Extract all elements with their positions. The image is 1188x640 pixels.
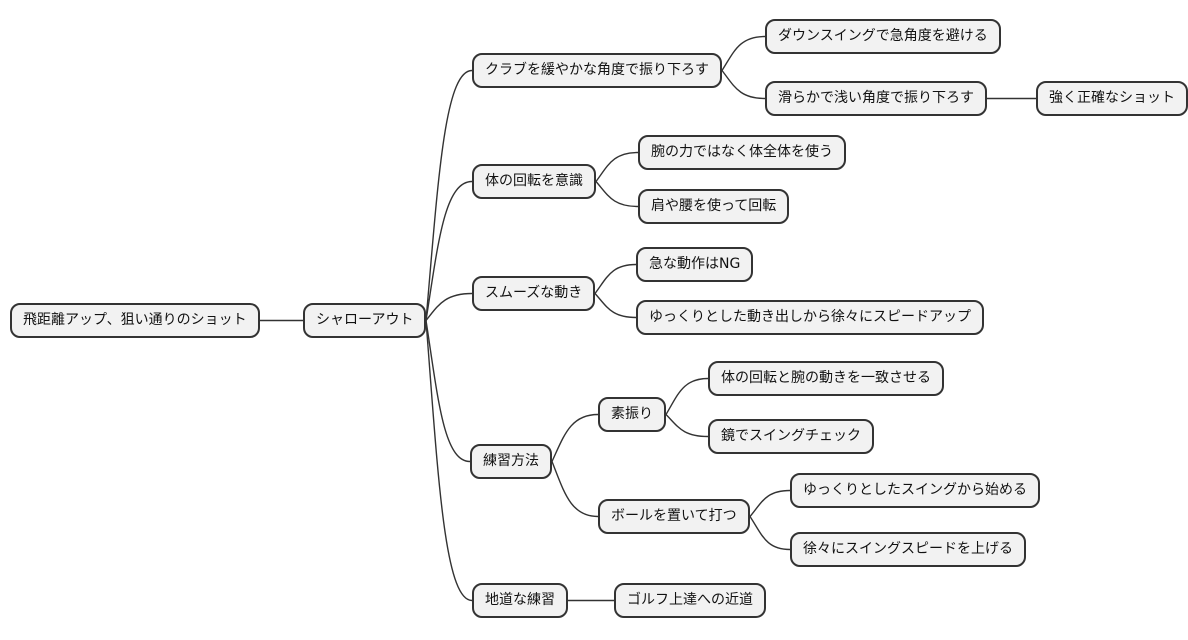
mindmap-node-root: 飛距離アップ、狙い通りのショット — [10, 303, 260, 339]
mindmap-edge-b2-b2c1 — [595, 151, 639, 182]
mindmap-node-b1c2c1: 強く正確なショット — [1036, 81, 1188, 117]
mindmap-node-b1c1: ダウンスイングで急角度を避ける — [765, 19, 1001, 55]
mindmap-edge-b3-b3c2 — [594, 293, 637, 319]
mindmap-node-b5c1: ゴルフ上達への近道 — [614, 583, 766, 619]
mindmap-node-b4c1: 素振り — [598, 397, 666, 433]
mindmap-edge-shallow-b2 — [425, 180, 473, 321]
mindmap-edge-b4c1-b4c1c1 — [665, 377, 709, 415]
mindmap-node-b3: スムーズな動き — [472, 276, 596, 312]
mindmap-edge-b4c2-b4c2c1 — [749, 489, 791, 517]
mindmap-node-b4c2: ボールを置いて打つ — [598, 499, 750, 535]
mindmap-edge-b4c1-b4c1c2 — [665, 414, 709, 438]
mindmap-edge-b4-b4c2 — [551, 461, 599, 518]
mindmap-node-b4c1c2: 鏡でスイングチェック — [708, 419, 874, 455]
mindmap-node-b4c2c1: ゆっくりとしたスイングから始める — [790, 473, 1040, 509]
mindmap-edge-shallow-b5 — [425, 320, 473, 602]
mindmap-node-b4c1c1: 体の回転と腕の動きを一致させる — [708, 361, 944, 397]
mindmap-node-b5: 地道な練習 — [472, 583, 568, 619]
mindmap-node-b4: 練習方法 — [470, 444, 552, 480]
mindmap-edge-b4c2-b4c2c2 — [749, 516, 791, 551]
mindmap-edge-shallow-b1 — [425, 69, 473, 321]
mindmap-edge-shallow-b4 — [425, 320, 471, 463]
mindmap-node-b1: クラブを緩やかな角度で振り下ろす — [472, 53, 722, 89]
mindmap-node-shallow: シャローアウト — [303, 303, 427, 339]
mindmap-node-b1c2: 滑らかで浅い角度で振り下ろす — [765, 81, 987, 117]
mindmap-edge-b2-b2c2 — [595, 181, 639, 208]
mindmap-edge-b1-b1c1 — [721, 35, 766, 71]
mindmap-edge-b1-b1c2 — [721, 70, 766, 100]
mindmap-node-b2c2: 肩や腰を使って回転 — [638, 189, 790, 225]
mindmap-edge-b3-b3c1 — [594, 263, 637, 294]
mindmap-node-b2c1: 腕の力ではなく体全体を使う — [638, 135, 846, 171]
mindmap-edge-b4-b4c1 — [551, 413, 599, 462]
mindmap-node-b3c2: ゆっくりとした動き出しから徐々にスピードアップ — [636, 300, 984, 336]
mindmap-node-b4c2c2: 徐々にスイングスピードを上げる — [790, 532, 1026, 568]
mindmap-node-b2: 体の回転を意識 — [472, 164, 596, 200]
mindmap-edge-shallow-b3 — [425, 292, 473, 321]
mindmap-node-b3c1: 急な動作はNG — [636, 247, 754, 283]
